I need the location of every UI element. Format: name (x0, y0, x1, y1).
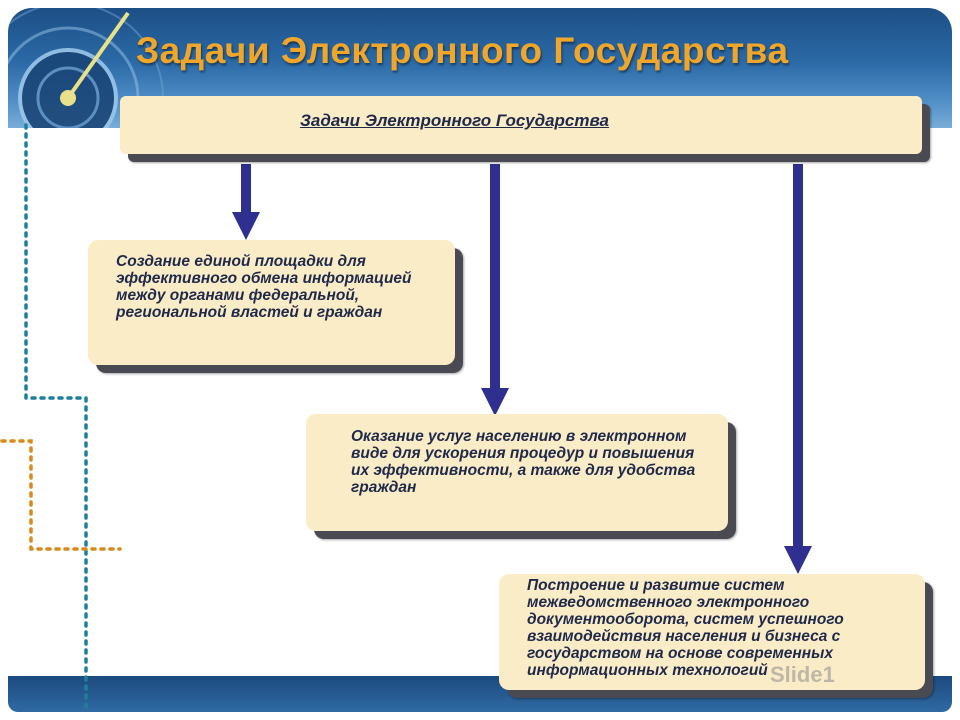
root-node-label: Задачи Электронного Государства (300, 111, 609, 130)
arrow-to-task-3 (784, 164, 812, 574)
task-node-3: Построение и развитие систем межведомств… (499, 574, 925, 690)
slide-watermark: Slide1 (770, 662, 835, 687)
root-node: Задачи Электронного Государства (120, 96, 922, 154)
task-3-text: Построение и развитие систем межведомств… (527, 577, 844, 679)
task-node-2: Оказание услуг населению в электронном в… (306, 414, 728, 531)
dotted-orange-line (0, 439, 122, 551)
task-node-1: Создание единой площадки для эффективног… (88, 240, 455, 365)
task-1-text: Создание единой площадки для эффективног… (116, 253, 412, 321)
arrow-to-task-2 (481, 164, 509, 416)
dotted-teal-line (24, 123, 88, 714)
slide-title: Задачи Электронного Государства (136, 30, 789, 71)
task-2-text: Оказание услуг населению в электронном в… (351, 428, 696, 496)
arrow-to-task-1 (232, 164, 260, 240)
